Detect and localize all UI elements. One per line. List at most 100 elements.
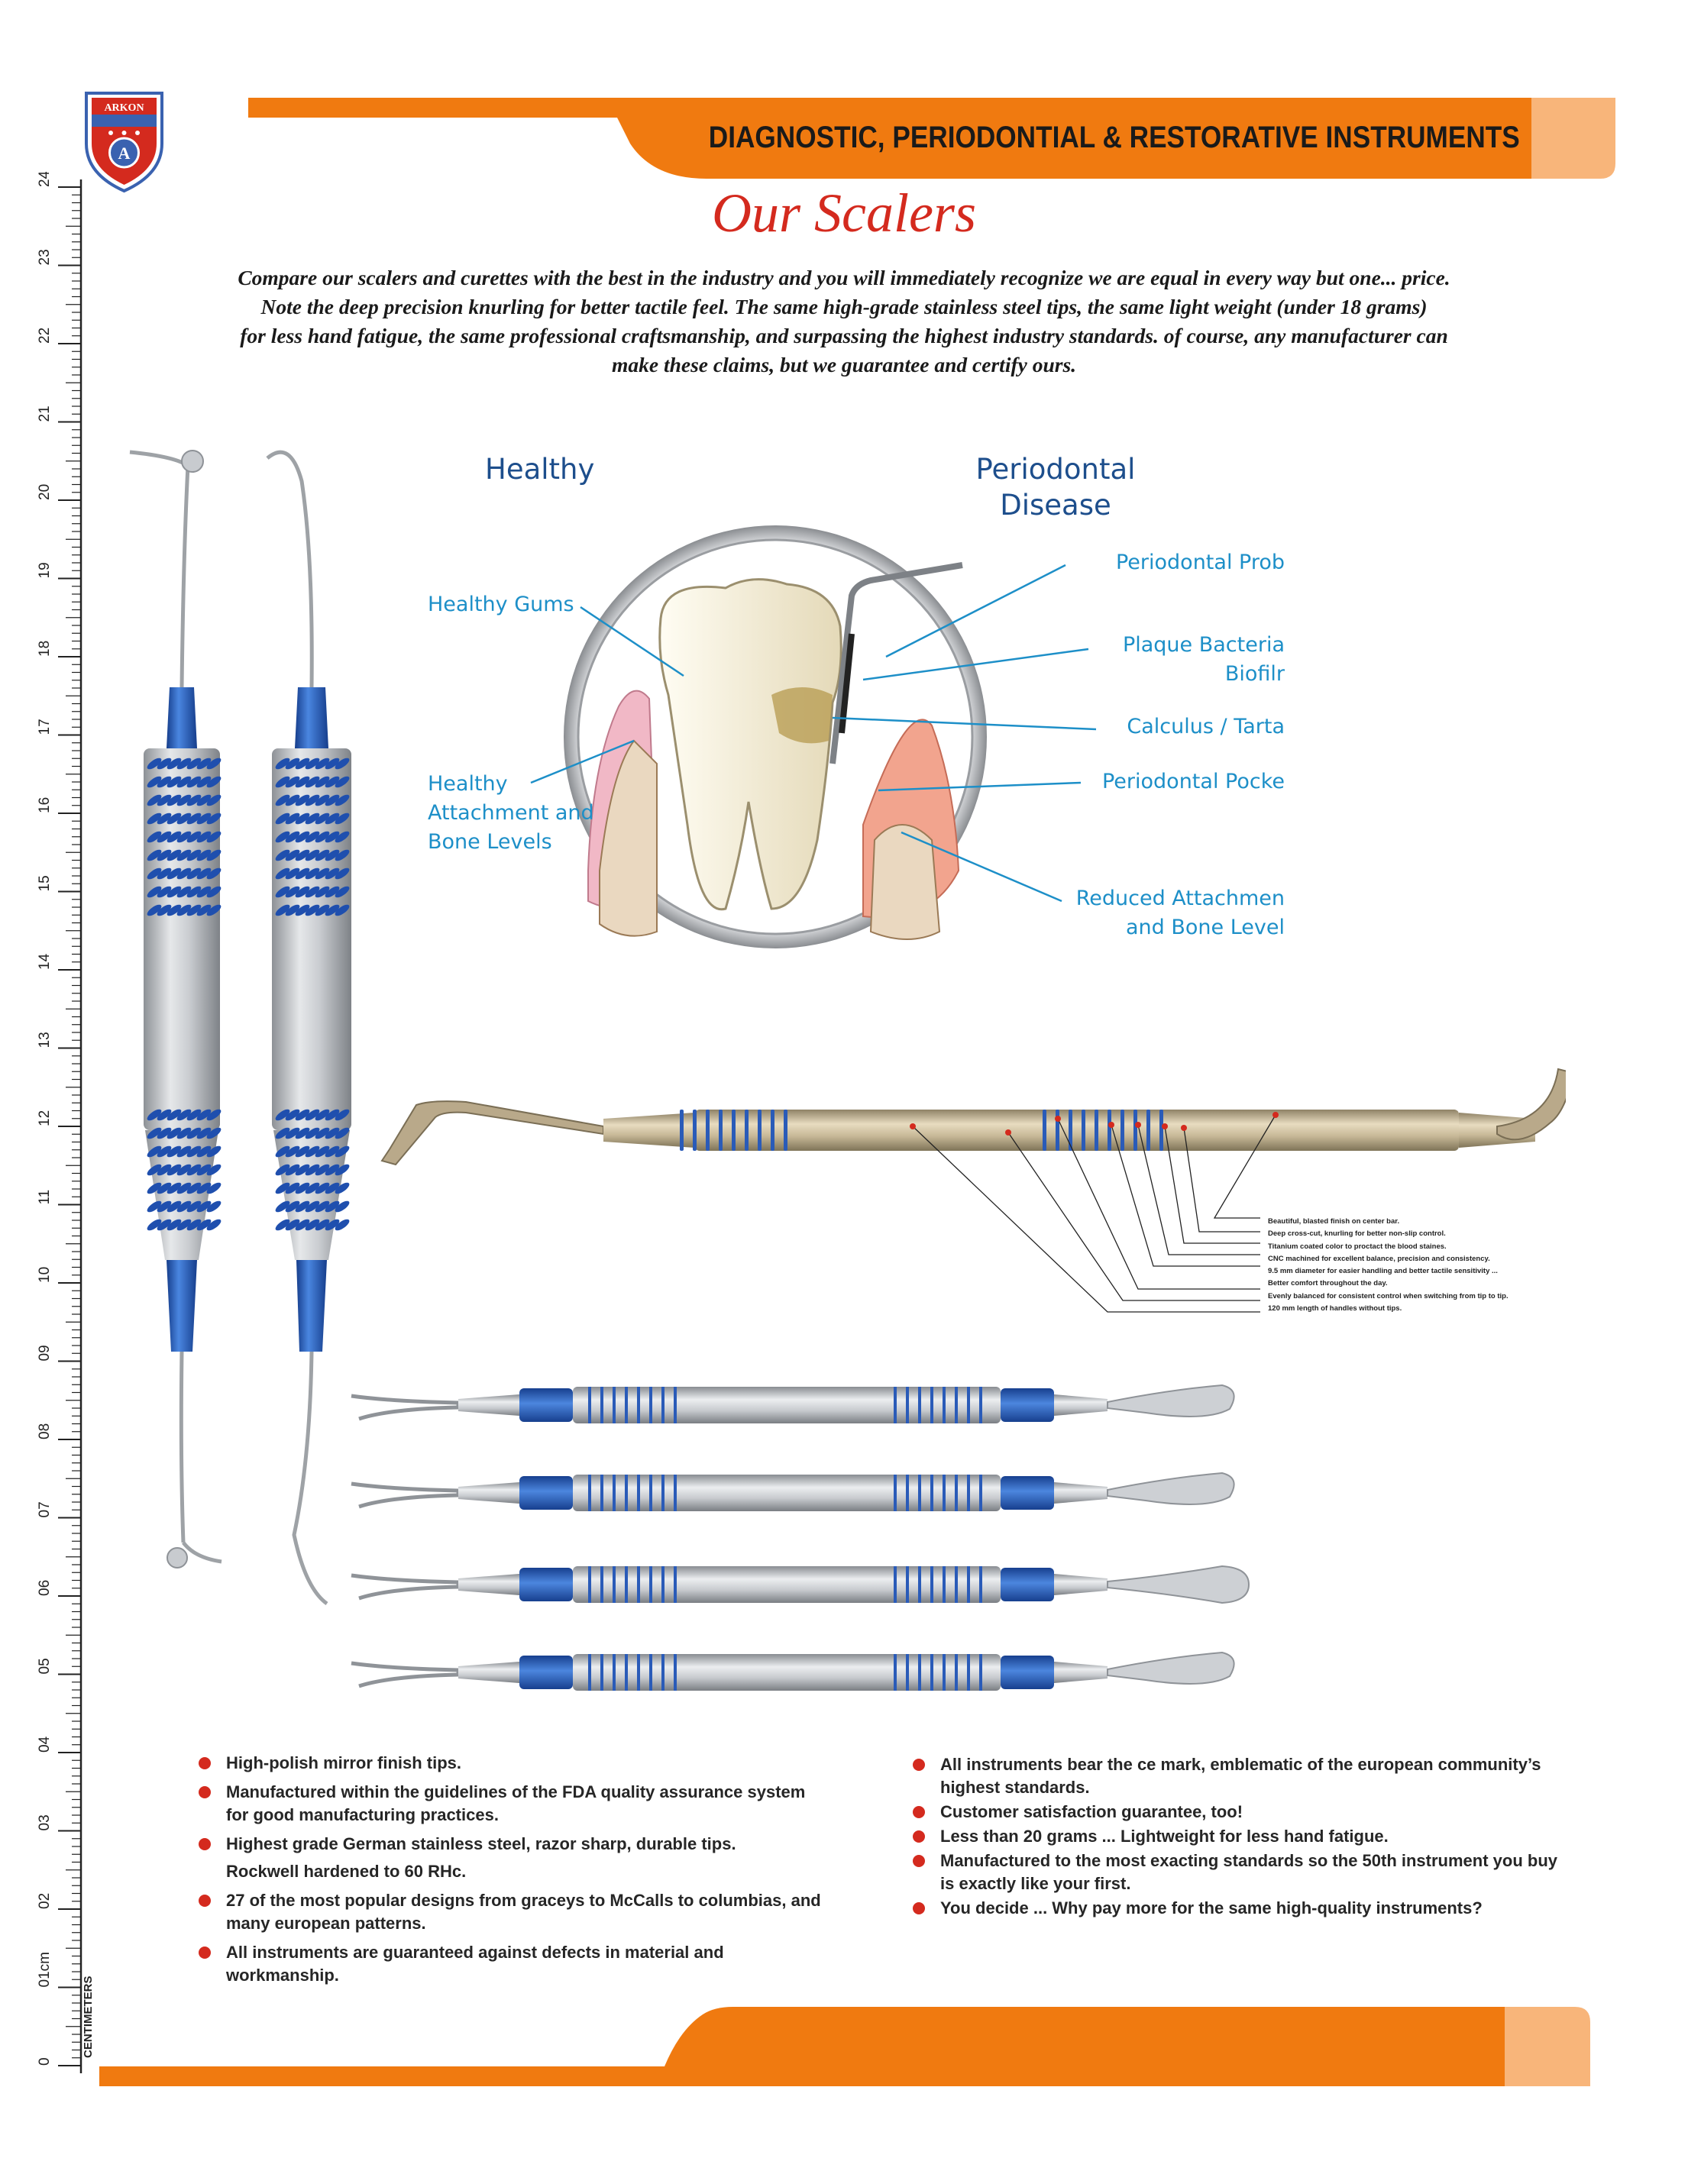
band-mark (588, 1387, 591, 1423)
diagram-leader-lines (530, 564, 1097, 903)
knurl-mark (315, 1145, 330, 1158)
ruler-label: 16 (37, 797, 53, 813)
knurl-mark (305, 1164, 320, 1176)
knurl-mark (176, 831, 192, 843)
callout-text: CNC machined for excellent balance, prec… (1268, 1254, 1490, 1263)
knurl-mark (186, 849, 202, 861)
logo-letter: A (118, 144, 131, 163)
bullet-dot-icon (913, 1759, 925, 1771)
knurl-mark (325, 1200, 340, 1213)
feature-item: You decide ... Why pay more for the same… (913, 1897, 1570, 1920)
probe (829, 562, 963, 764)
bullet-dot-icon (913, 1806, 925, 1818)
knurl-mark (335, 849, 350, 861)
bone-right (869, 824, 941, 940)
band-mark (649, 1654, 652, 1691)
logo-text: ARKON (104, 102, 144, 114)
knurl-mark (196, 758, 212, 770)
vertical-instrument-2 (266, 450, 351, 1606)
feature-item: Highest grade German stainless steel, ra… (199, 1833, 825, 1856)
knurl-mark (167, 1127, 182, 1139)
knurl-mark (315, 1200, 330, 1213)
horizontal-instrument (351, 1651, 1235, 1691)
band-mark (600, 1654, 603, 1691)
knurl-mark (305, 794, 320, 806)
knurling (680, 1110, 787, 1151)
band-mark (745, 1110, 749, 1151)
tooth (658, 578, 842, 911)
band-mark (967, 1566, 970, 1603)
knurl-mark (305, 758, 320, 770)
band-mark (732, 1110, 736, 1151)
knurl-mark (275, 867, 290, 880)
band-mark (674, 1566, 677, 1603)
knurl-mark (167, 1109, 182, 1121)
bullet-dot-icon (199, 1757, 211, 1769)
knurl-mark (167, 1182, 182, 1194)
knurl-mark (147, 1127, 162, 1139)
knurl-mark (305, 831, 320, 843)
knurl-mark (176, 1164, 192, 1176)
diagram-heading-disease-1: Periodontal (976, 453, 1136, 486)
knurl-mark (186, 867, 202, 880)
knurl-mark (196, 1219, 212, 1231)
knurl-mark (196, 776, 212, 788)
ruler-unit-label: CENTIMETERS (82, 1976, 95, 2058)
knurl-mark (305, 1127, 320, 1139)
knurl-mark (176, 1182, 192, 1194)
knurl-mark (285, 794, 300, 806)
knurl-mark (147, 849, 162, 861)
band-mark (674, 1654, 677, 1691)
ruler-label: 14 (37, 953, 53, 970)
knurl-mark (295, 794, 310, 806)
knurl-mark (186, 794, 202, 806)
band-mark (943, 1566, 946, 1603)
knurl-mark (315, 867, 330, 880)
feature-item: Manufactured within the guidelines of th… (199, 1781, 825, 1827)
knurl-mark (167, 813, 182, 825)
band-mark (625, 1475, 628, 1511)
knurl-mark (295, 813, 310, 825)
knurl-mark (315, 1127, 330, 1139)
knurl-mark (147, 831, 162, 843)
knurl-mark (325, 758, 340, 770)
band-mark (588, 1566, 591, 1603)
band-mark (979, 1387, 982, 1423)
ruler-label: 10 (37, 1267, 53, 1283)
footer-band (99, 2007, 1590, 2086)
knurl-mark (315, 1219, 330, 1231)
knurl-mark (167, 1219, 182, 1231)
knurl-mark (295, 1200, 310, 1213)
knurl-mark (335, 1164, 350, 1176)
knurl-mark (176, 1145, 192, 1158)
ruler-label: 11 (37, 1190, 53, 1205)
knurl-mark (295, 1219, 310, 1231)
bullet-dot-icon (913, 1902, 925, 1914)
ruler-label: 21 (37, 405, 53, 422)
knurl-mark (167, 1145, 182, 1158)
knurl-mark (157, 1145, 172, 1158)
label-plaque-2: Biofilr (1225, 662, 1285, 686)
callout-text: Beautiful, blasted finish on center bar. (1268, 1217, 1400, 1226)
bullet-dot-icon (199, 1786, 211, 1798)
knurl-mark (176, 1109, 192, 1121)
feature-item: Customer satisfaction guarantee, too! (913, 1801, 1570, 1824)
band-mark (894, 1475, 897, 1511)
band-mark (613, 1566, 616, 1603)
knurl-mark (196, 831, 212, 843)
knurling (1043, 1110, 1163, 1151)
knurl-mark (206, 849, 222, 861)
knurl-mark (295, 1109, 310, 1121)
ruler-label: 09 (37, 1345, 53, 1361)
knurl-mark (275, 831, 290, 843)
bullet-dot-icon (913, 1830, 925, 1843)
label-healthy-gums: Healthy Gums (428, 593, 574, 616)
knurl-mark (176, 1200, 192, 1213)
knurl-mark (147, 904, 162, 916)
knurl-mark (186, 904, 202, 916)
band-mark (784, 1110, 787, 1151)
knurl-mark (206, 813, 222, 825)
band-mark (613, 1654, 616, 1691)
band-mark (600, 1387, 603, 1423)
knurl-mark (206, 758, 222, 770)
